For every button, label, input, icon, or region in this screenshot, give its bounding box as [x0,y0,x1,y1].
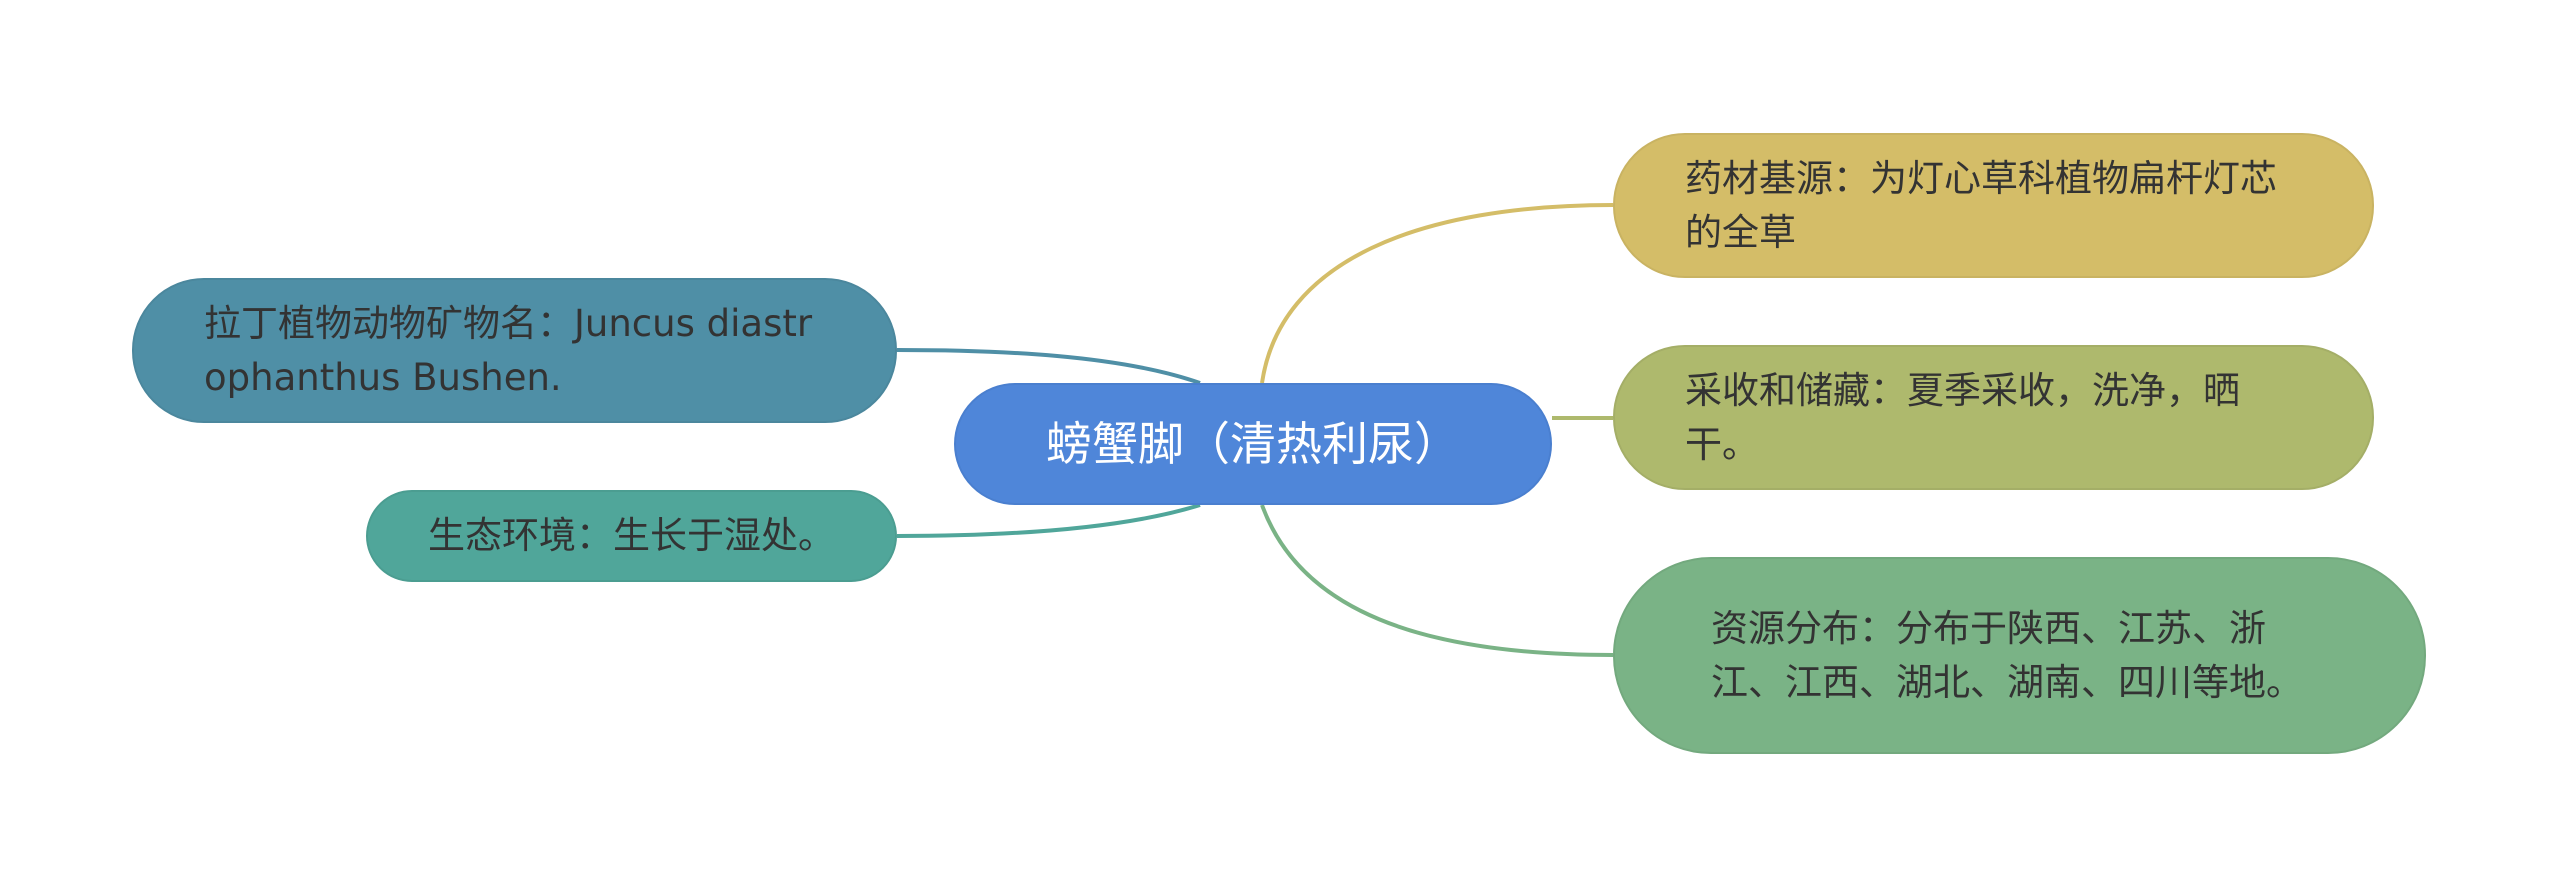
branch-node-latin-name[interactable]: 拉丁植物动物矿物名：Juncus diastrophanthus Bushen. [132,278,897,423]
connector-source [1260,203,1614,384]
branch-label-ecology: 生态环境：生长于湿处。 [428,514,835,557]
connector-ecology [896,503,1201,538]
center-topic-node[interactable]: 螃蟹脚（清热利尿） [954,383,1552,505]
branch-label-latin-name: 拉丁植物动物矿物名：Juncus diastrophanthus Bushen. [204,301,813,399]
branch-node-material-source[interactable]: 药材基源：为灯心草科植物扁杆灯芯的全草 [1613,133,2374,278]
connector-latin [896,348,1201,385]
center-topic-label: 螃蟹脚（清热利尿） [1046,417,1460,471]
connector-distribution [1260,504,1614,657]
branch-node-harvest-storage[interactable]: 采收和储藏：夏季采收，洗净，晒干。 [1613,345,2374,490]
branch-label-distribution: 资源分布：分布于陕西、江苏、浙江、江西、湖北、湖南、四川等地。 [1711,606,2303,704]
branch-label-harvest-storage: 采收和储藏：夏季采收，洗净，晒干。 [1685,368,2240,466]
branch-label-material-source: 药材基源：为灯心草科植物扁杆灯芯的全草 [1685,156,2277,254]
branch-node-ecology[interactable]: 生态环境：生长于湿处。 [366,490,897,582]
branch-node-distribution[interactable]: 资源分布：分布于陕西、江苏、浙江、江西、湖北、湖南、四川等地。 [1613,557,2426,754]
